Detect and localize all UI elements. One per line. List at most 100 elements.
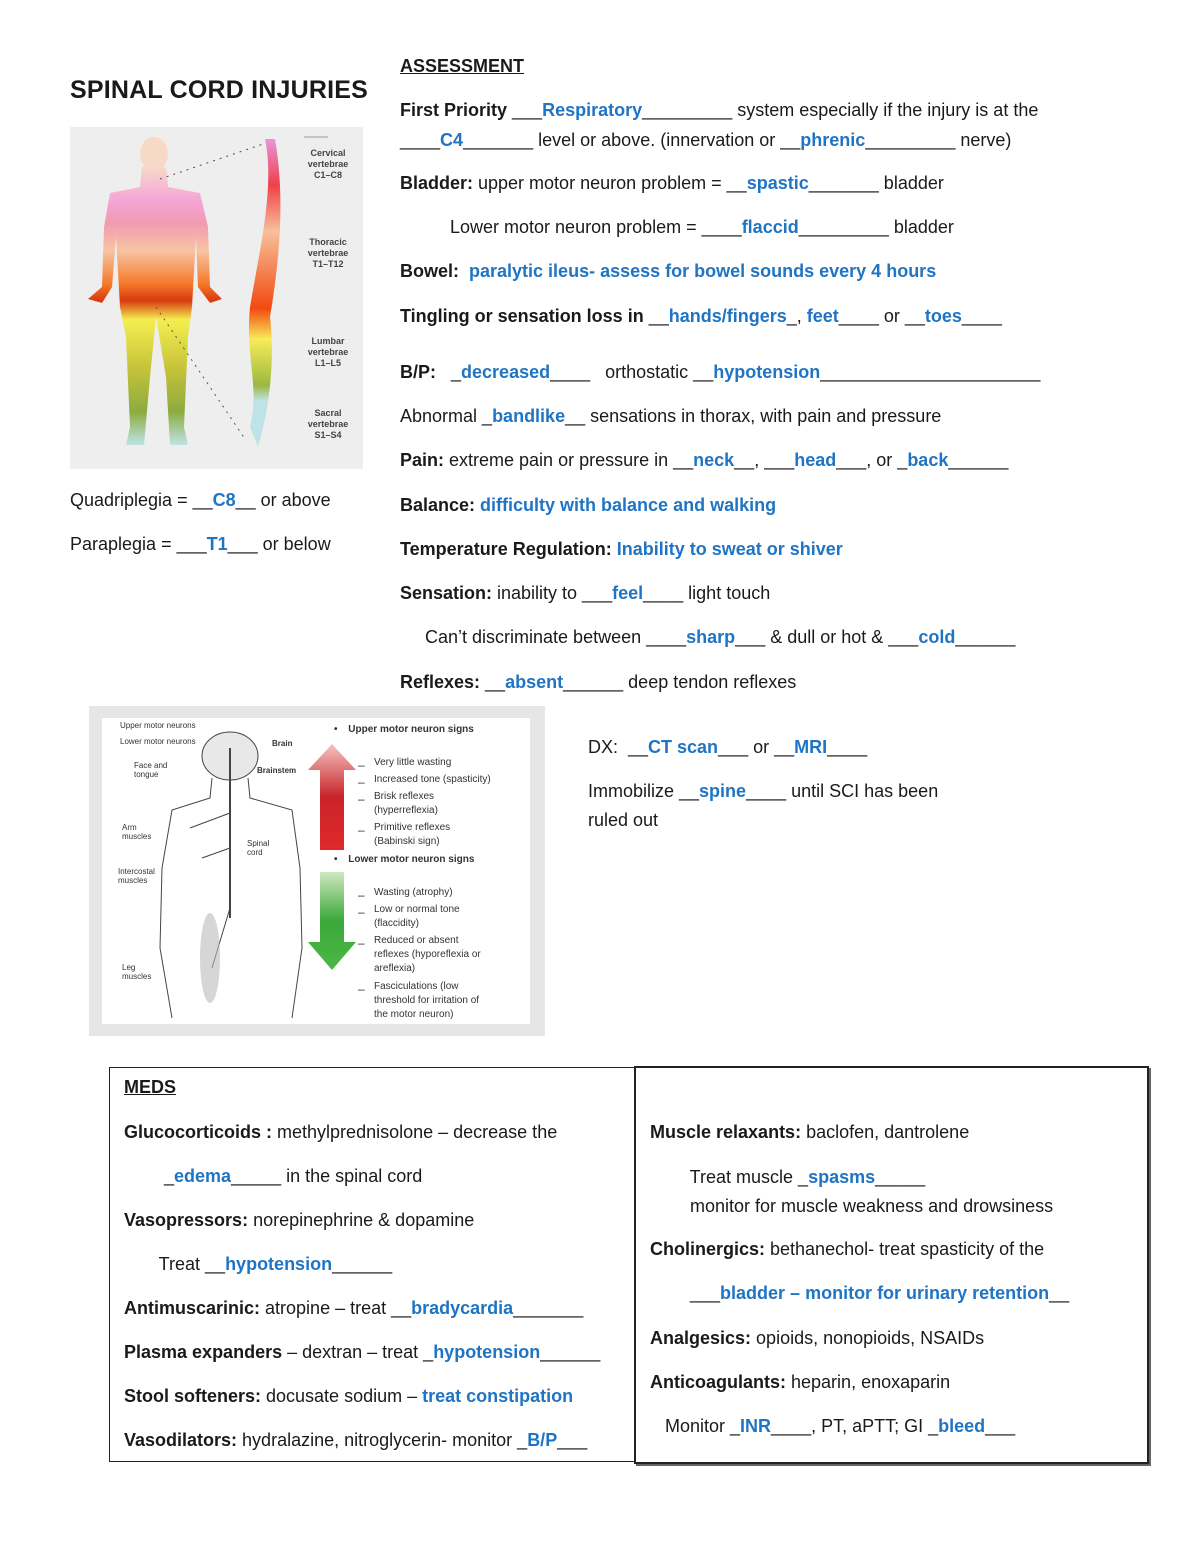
motor-neuron-figure: Upper motor neurons Lower motor neurons … <box>89 706 545 1036</box>
line-text: _____ <box>875 1167 926 1187</box>
upper-item: Very little wasting <box>374 757 451 768</box>
spine-label: T1–T12 <box>312 259 343 269</box>
level-note: Quadriplegia = __C8__ or above <box>70 489 331 511</box>
line-text: DX: __ <box>588 737 649 757</box>
line-text: __ sensations in thorax, with pain and p… <box>565 406 942 426</box>
answer-text: feel <box>612 583 644 603</box>
answer-text: bandlike <box>492 406 566 426</box>
answer-text: neck <box>693 450 735 470</box>
assessment-line: Sensation: inability to ___feel____ ligh… <box>400 582 770 604</box>
assessment-line: Bowel: paralytic ileus- assess for bowel… <box>400 260 936 282</box>
answer-text: treat constipation <box>422 1386 574 1406</box>
line-text: ______ <box>955 627 1016 647</box>
answer-text: CT scan <box>648 737 719 757</box>
line-text: Abnormal _ <box>400 406 493 426</box>
meds-right-box <box>634 1066 1149 1464</box>
line-text: _____ in the spinal cord <box>231 1166 423 1186</box>
answer-text: difficulty with balance and walking <box>480 495 777 515</box>
legend-label: Lower motor neurons <box>120 737 196 746</box>
line-text: __, ___ <box>734 450 795 470</box>
meds-line: _edema_____ in the spinal cord <box>124 1165 422 1187</box>
page-title: SPINAL CORD INJURIES <box>70 76 369 104</box>
line-text: Treat muscle _ <box>650 1167 809 1187</box>
answer-text: toes <box>924 306 962 326</box>
line-text: Monitor _ <box>650 1416 741 1436</box>
line-text: ___ <box>512 100 543 120</box>
answer-text: edema <box>174 1166 232 1186</box>
line-text: __ <box>1049 1283 1070 1303</box>
svg-text:–: – <box>358 905 365 919</box>
meds-line: Glucocorticoids : methylprednisolone – d… <box>124 1121 557 1143</box>
answer-text: bleed <box>938 1416 986 1436</box>
dx-line: ruled out <box>588 809 658 831</box>
spine-label: vertebrae <box>308 159 349 169</box>
answer-text: MRI <box>794 737 828 757</box>
heading-text: Vasodilators: <box>124 1430 243 1450</box>
line-text: hydralazine, nitroglycerin- monitor _ <box>242 1430 528 1450</box>
meds-line: monitor for muscle weakness and drowsine… <box>650 1195 1053 1217</box>
heading-text: First Priority <box>400 100 513 120</box>
line-text: ____ orthostatic __ <box>550 362 714 382</box>
line-text: ____ light touch <box>643 583 771 603</box>
heading-text: B/P: <box>400 362 452 382</box>
answer-text: paralytic ileus- assess for bowel sounds… <box>469 261 937 281</box>
line-text: _, <box>786 306 807 326</box>
lower-item: Reduced or absent <box>374 935 459 946</box>
body-label: Intercostal <box>118 867 155 876</box>
line-text: Treat __ <box>124 1254 226 1274</box>
line-text: Quadriplegia = __ <box>70 490 213 510</box>
line-text: monitor for muscle weakness and drowsine… <box>650 1196 1054 1216</box>
line-text: ___ or __ <box>718 737 795 757</box>
line-text: extreme pain or pressure in __ <box>449 450 694 470</box>
answer-text: T1 <box>206 534 228 554</box>
svg-text:–: – <box>358 823 365 837</box>
answer-text: feet <box>806 306 839 326</box>
line-text: – dextran – treat _ <box>287 1342 434 1362</box>
line-text: ___ <box>650 1283 721 1303</box>
meds-line: Treat muscle _spasms_____ <box>650 1166 926 1188</box>
heading-text: Vasopressors: <box>124 1210 254 1230</box>
up-arrow-icon <box>308 744 356 850</box>
line-text: ______ <box>332 1254 393 1274</box>
line-text: Paraplegia = ___ <box>70 534 207 554</box>
line-text: ___ & dull or hot & ___ <box>735 627 919 647</box>
body-label: Brain <box>272 739 293 748</box>
line-text: ______ deep tendon reflexes <box>563 672 797 692</box>
legend-label: Upper motor neurons <box>120 721 196 730</box>
spine-label: Thoracic <box>309 237 347 247</box>
meds-line: ___bladder – monitor for urinary retenti… <box>650 1282 1069 1304</box>
level-note: Paraplegia = ___T1___ or below <box>70 533 331 555</box>
line-text: norepinephrine & dopamine <box>253 1210 475 1230</box>
heading-text: Sensation: <box>400 583 498 603</box>
answer-text: spasms <box>808 1167 876 1187</box>
answer-text: bradycardia <box>411 1298 514 1318</box>
line-text: methylprednisolone – decrease the <box>277 1122 558 1142</box>
body-label: Brainstem <box>257 766 296 775</box>
assessment-line: B/P: _decreased____ orthostatic __hypote… <box>400 361 1040 383</box>
line-text: Immobilize __ <box>588 781 700 801</box>
meds-line: Vasopressors: norepinephrine & dopamine <box>124 1209 474 1231</box>
assessment-line: ____C4_______ level or above. (innervati… <box>400 129 1011 151</box>
body-label: cord <box>247 848 263 857</box>
answer-text: decreased <box>461 362 551 382</box>
meds-line: Treat __hypotension______ <box>124 1253 392 1275</box>
lower-heading: Lower motor neuron signs <box>348 854 475 865</box>
meds-line: Cholinergics: bethanechol- treat spastic… <box>650 1238 1044 1260</box>
answer-text: back <box>907 450 949 470</box>
svg-text:–: – <box>358 758 365 772</box>
answer-text: Respiratory <box>542 100 643 120</box>
heading-text: Temperature Regulation: <box>400 539 617 559</box>
lower-item: areflexia) <box>374 963 415 974</box>
lower-item: Fasciculations (low <box>374 981 459 992</box>
body-label: muscles <box>122 972 151 981</box>
spine-label: vertebrae <box>308 248 349 258</box>
line-text: ___ or below <box>227 534 331 554</box>
spine-label: vertebrae <box>308 419 349 429</box>
line-text: ___, or _ <box>836 450 908 470</box>
assessment-line: Abnormal _bandlike__ sensations in thora… <box>400 405 941 427</box>
lower-item: Low or normal tone <box>374 904 460 915</box>
upper-heading: Upper motor neuron signs <box>348 724 474 735</box>
line-text: ______ <box>540 1342 601 1362</box>
answer-text: C8 <box>212 490 236 510</box>
svg-text:• Lower motor neuron signs: • Lower motor neuron signs <box>334 854 475 865</box>
